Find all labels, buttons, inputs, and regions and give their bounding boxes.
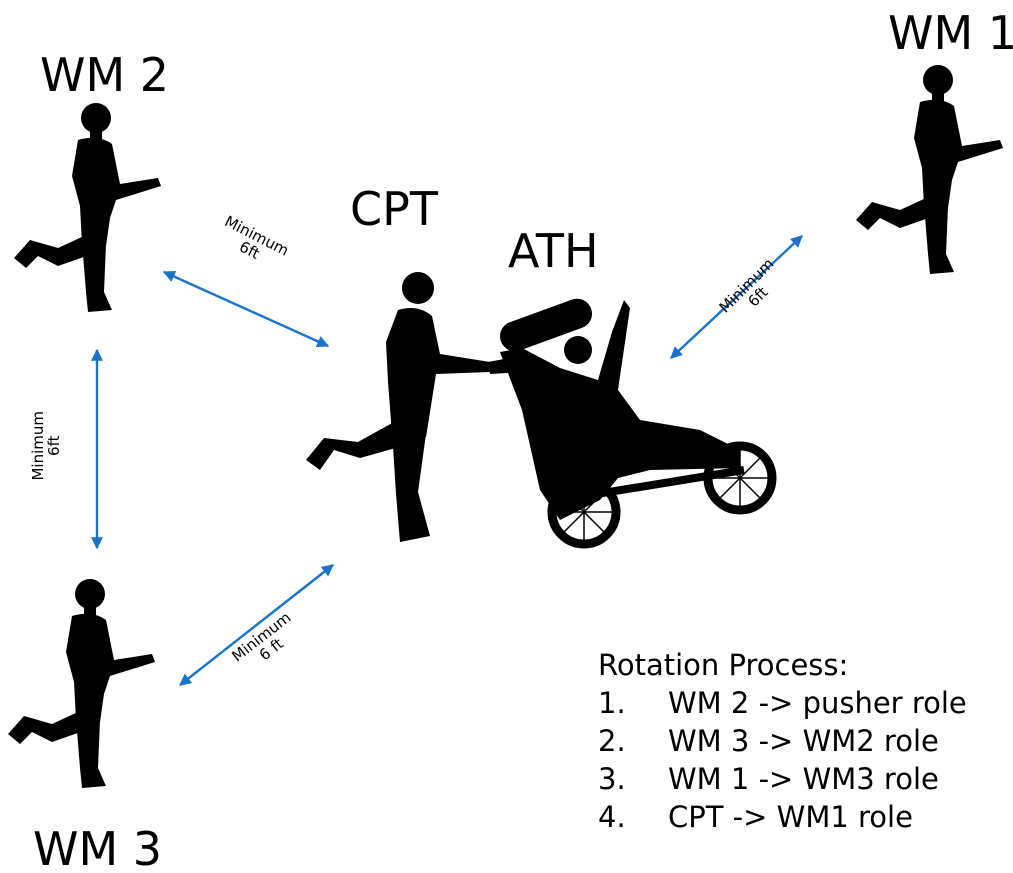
step-text: CPT -> WM1 role xyxy=(668,800,913,834)
wm1-runner-silhouette xyxy=(856,65,1003,274)
arrow-wm3-cpt xyxy=(179,564,334,686)
cpt-pusher-silhouette xyxy=(306,272,490,542)
step-text: WM 1 -> WM3 role xyxy=(668,762,939,796)
arrow-wm1-ath xyxy=(670,235,803,359)
wm3-runner-silhouette xyxy=(8,579,155,788)
ath-label: ATH xyxy=(508,224,599,278)
process-step: 4. CPT -> WM1 role xyxy=(598,798,967,836)
cpt-label: CPT xyxy=(350,182,438,236)
rotation-process: Rotation Process: 1. WM 2 -> pusher role… xyxy=(598,646,967,836)
arrow-wm2-cpt xyxy=(162,270,330,348)
step-text: WM 3 -> WM2 role xyxy=(668,724,939,758)
step-text: WM 2 -> pusher role xyxy=(668,686,967,720)
distance-label-line2: 6ft xyxy=(44,435,63,456)
process-step: 2. WM 3 -> WM2 role xyxy=(598,722,967,760)
wm2-label: WM 2 xyxy=(40,48,170,102)
athlete-chair-silhouette xyxy=(488,298,777,549)
rotation-process-title: Rotation Process: xyxy=(598,648,849,682)
wm3-label: WM 3 xyxy=(33,822,163,873)
step-number: 4. xyxy=(598,800,626,834)
step-number: 3. xyxy=(598,762,626,796)
step-number: 2. xyxy=(598,724,626,758)
distance-label-wm2-wm3: Minimum 6ft xyxy=(29,411,63,481)
wm2-runner-silhouette xyxy=(14,103,161,312)
process-step: 1. WM 2 -> pusher role xyxy=(598,684,967,722)
wm1-label: WM 1 xyxy=(888,6,1013,60)
process-step: 3. WM 1 -> WM3 role xyxy=(598,760,967,798)
step-number: 1. xyxy=(598,686,626,720)
